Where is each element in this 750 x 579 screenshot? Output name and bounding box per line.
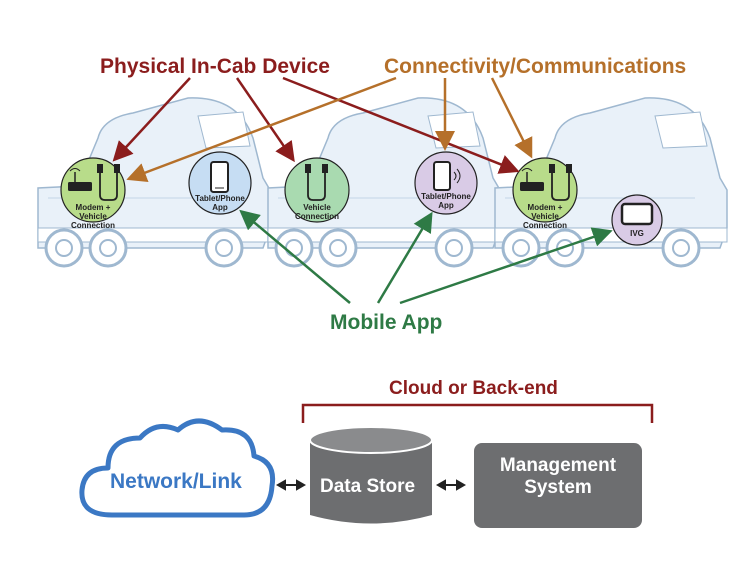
arrow-app-tablet-1 <box>239 209 351 304</box>
double-arrow-icon <box>275 479 307 491</box>
connectivity-label: Connectivity/Communications <box>384 55 687 78</box>
vehicle-connection-label: Vehicle Connection <box>295 203 339 221</box>
usb-cable-icon <box>97 164 120 201</box>
vehicle-bubble <box>284 157 350 223</box>
tablet-app-label-2: Tablet/Phone App <box>421 192 471 210</box>
database-icon <box>309 426 433 524</box>
modem-bubble-2 <box>512 157 578 223</box>
tablet-icon <box>620 202 654 226</box>
arrow-connectivity-modem-2 <box>490 77 533 159</box>
cloud-backend-label: Cloud or Back-end <box>389 378 558 399</box>
phone-icon <box>210 161 229 193</box>
cloud-backend-bracket <box>301 403 654 423</box>
modem-icon <box>68 168 92 191</box>
physical-in-cab-device-label: Physical In-Cab Device <box>100 55 330 78</box>
double-arrow-icon <box>435 479 467 491</box>
usb-cable-icon <box>549 164 572 201</box>
cloud-icon <box>79 418 276 518</box>
network-link-label: Network/Link <box>110 470 242 493</box>
arrow-physical-vehicle <box>235 77 295 163</box>
usb-cable-icon <box>305 164 328 201</box>
arrow-physical-modem-2 <box>282 76 520 174</box>
modem-icon <box>520 168 544 191</box>
arrow-physical-modem-1 <box>112 77 191 162</box>
arrow-app-tablet-2 <box>376 211 433 304</box>
data-store-label: Data Store <box>320 476 416 497</box>
modem-connection-label-1: Modem + Vehicle Connection <box>71 203 115 230</box>
modem-connection-label-2: Modem + Vehicle Connection <box>523 203 567 230</box>
mobile-app-label: Mobile App <box>330 311 443 334</box>
management-system-label: Management System <box>499 455 617 498</box>
tablet-app-label-1: Tablet/Phone App <box>195 194 245 212</box>
management-system-block <box>474 443 642 528</box>
arrow-app-ivg <box>399 227 613 305</box>
modem-bubble-1 <box>60 157 126 223</box>
ivg-label: IVG <box>630 229 644 238</box>
wireless-phone-icon <box>433 161 461 191</box>
arrow-connectivity-modem-1 <box>126 76 397 183</box>
